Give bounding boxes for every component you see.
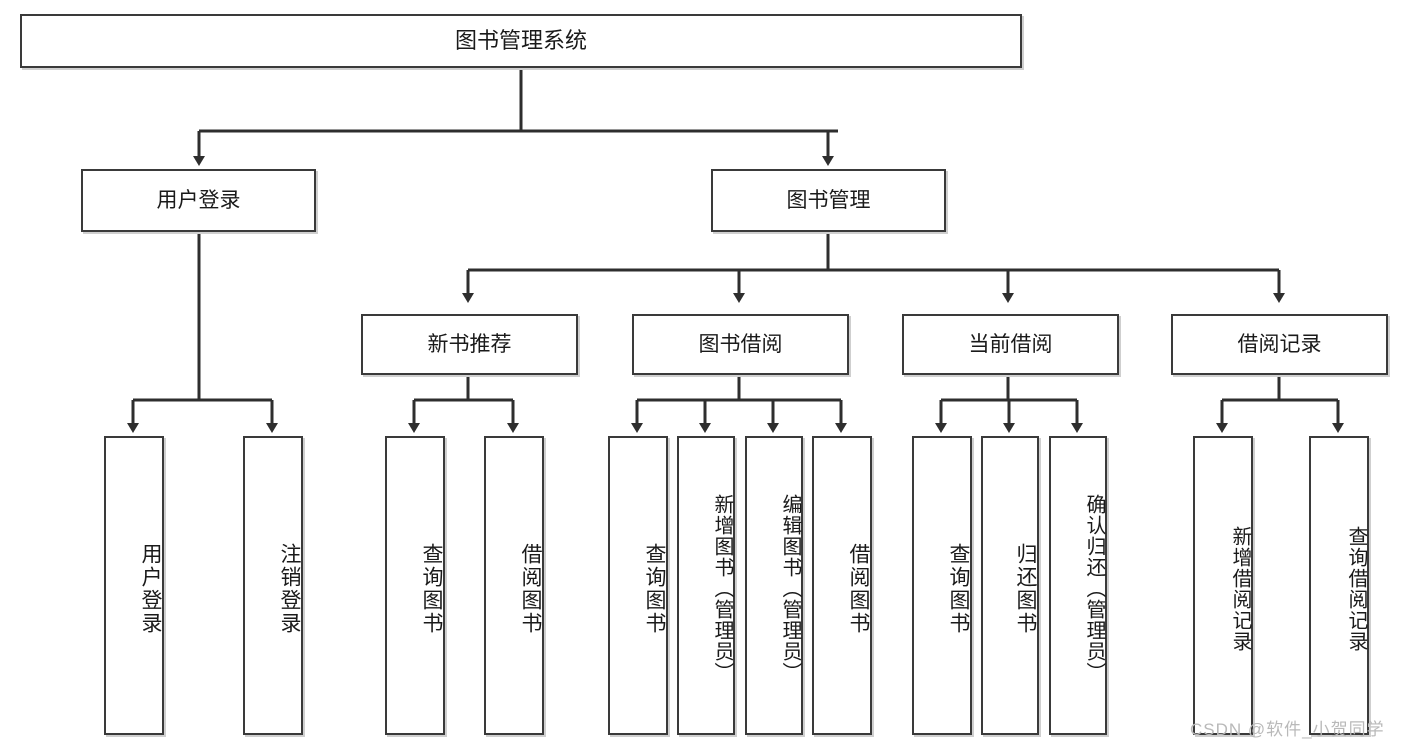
node-leaf-query-book-1[interactable]: 查询图书 [385, 436, 445, 735]
node-user-login[interactable]: 用户登录 [81, 169, 316, 232]
node-label: 归还图书 [1014, 542, 1037, 635]
node-label: 查询借阅记录 [1345, 525, 1367, 652]
node-borrow-record[interactable]: 借阅记录 [1171, 314, 1388, 375]
node-book-management[interactable]: 图书管理 [711, 169, 946, 232]
node-label: 编辑图书（管理员） [779, 494, 801, 683]
node-leaf-borrow-book-1[interactable]: 借阅图书 [484, 436, 544, 735]
node-leaf-logout[interactable]: 注销登录 [243, 436, 303, 735]
node-label: 确认归还（管理员） [1083, 494, 1105, 683]
node-leaf-confirm-return-admin[interactable]: 确认归还（管理员） [1049, 436, 1107, 735]
node-label: 用户登录 [156, 188, 241, 212]
node-leaf-user-login[interactable]: 用户登录 [104, 436, 164, 735]
node-label: 图书借阅 [698, 332, 783, 356]
node-label: 新增图书（管理员） [711, 494, 733, 683]
node-leaf-add-book-admin[interactable]: 新增图书（管理员） [677, 436, 735, 735]
node-label: 用户登录 [139, 542, 162, 635]
node-leaf-borrow-book-2[interactable]: 借阅图书 [812, 436, 872, 735]
node-root[interactable]: 图书管理系统 [20, 14, 1022, 68]
node-leaf-return-book[interactable]: 归还图书 [981, 436, 1039, 735]
node-label: 借阅图书 [519, 542, 542, 635]
node-new-book-recommend[interactable]: 新书推荐 [361, 314, 578, 375]
node-current-borrow[interactable]: 当前借阅 [902, 314, 1119, 375]
node-leaf-add-borrow-record[interactable]: 新增借阅记录 [1193, 436, 1253, 735]
node-book-borrow[interactable]: 图书借阅 [632, 314, 849, 375]
node-label: 图书管理 [786, 188, 871, 212]
node-label: 图书管理系统 [454, 27, 587, 53]
node-leaf-query-book-3[interactable]: 查询图书 [912, 436, 972, 735]
node-label: 当前借阅 [968, 332, 1053, 356]
node-leaf-query-book-2[interactable]: 查询图书 [608, 436, 668, 735]
node-leaf-edit-book-admin[interactable]: 编辑图书（管理员） [745, 436, 803, 735]
node-label: 借阅记录 [1237, 332, 1322, 356]
node-label: 注销登录 [278, 542, 301, 635]
node-label: 借阅图书 [847, 542, 870, 635]
node-leaf-query-borrow-record[interactable]: 查询借阅记录 [1309, 436, 1369, 735]
node-label: 新书推荐 [427, 332, 512, 356]
node-label: 查询图书 [420, 542, 443, 635]
node-label: 新增借阅记录 [1229, 525, 1251, 652]
node-label: 查询图书 [643, 542, 666, 635]
node-label: 查询图书 [947, 542, 970, 635]
